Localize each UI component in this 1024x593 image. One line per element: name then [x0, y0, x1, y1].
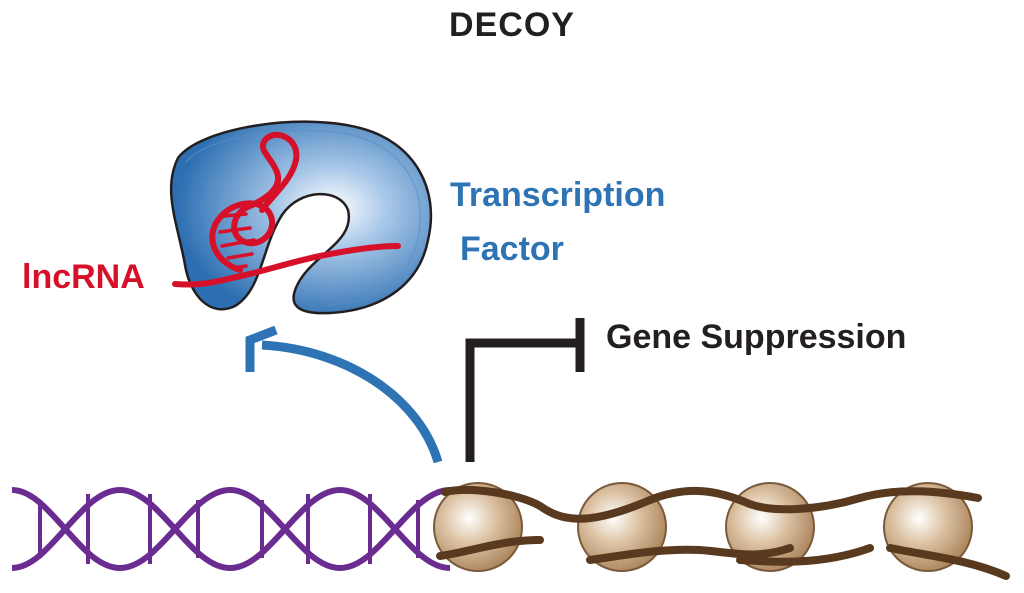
lncrna-tail: [172, 243, 401, 288]
decoy-arrow-shaft: [261, 340, 443, 464]
transcription-factor-inner-outline: [185, 129, 422, 306]
dna-double-helix: [11, 486, 451, 572]
transcription-factor: [169, 120, 433, 315]
diagram-title: DECOY: [449, 6, 575, 44]
nucleosome: [433, 482, 523, 572]
lncrna-label: lncRNA: [22, 258, 145, 296]
transcription-factor-body: [169, 120, 433, 315]
lncrna-strand: [172, 131, 401, 288]
dna-strand-2: [11, 486, 451, 572]
suppression-symbol: [465, 318, 585, 462]
transcription-factor-label-line1: Transcription: [450, 176, 666, 214]
decoy-arrow: [245, 325, 443, 464]
suppression-stem: [465, 338, 580, 462]
chromatin-fiber-lower: [436, 536, 1010, 580]
gene-suppression-label: Gene Suppression: [606, 318, 907, 356]
chromatin-fiber: [441, 486, 982, 523]
decoy-arrow-head: [245, 325, 278, 372]
dna-base-pairs: [38, 494, 420, 564]
dna-strand-1: [11, 486, 451, 572]
transcription-factor-label-line2: Factor: [460, 230, 564, 268]
lncrna-loop: [209, 131, 300, 273]
lncrna-helix-rungs: [218, 212, 256, 270]
chromatin: [433, 482, 1010, 580]
